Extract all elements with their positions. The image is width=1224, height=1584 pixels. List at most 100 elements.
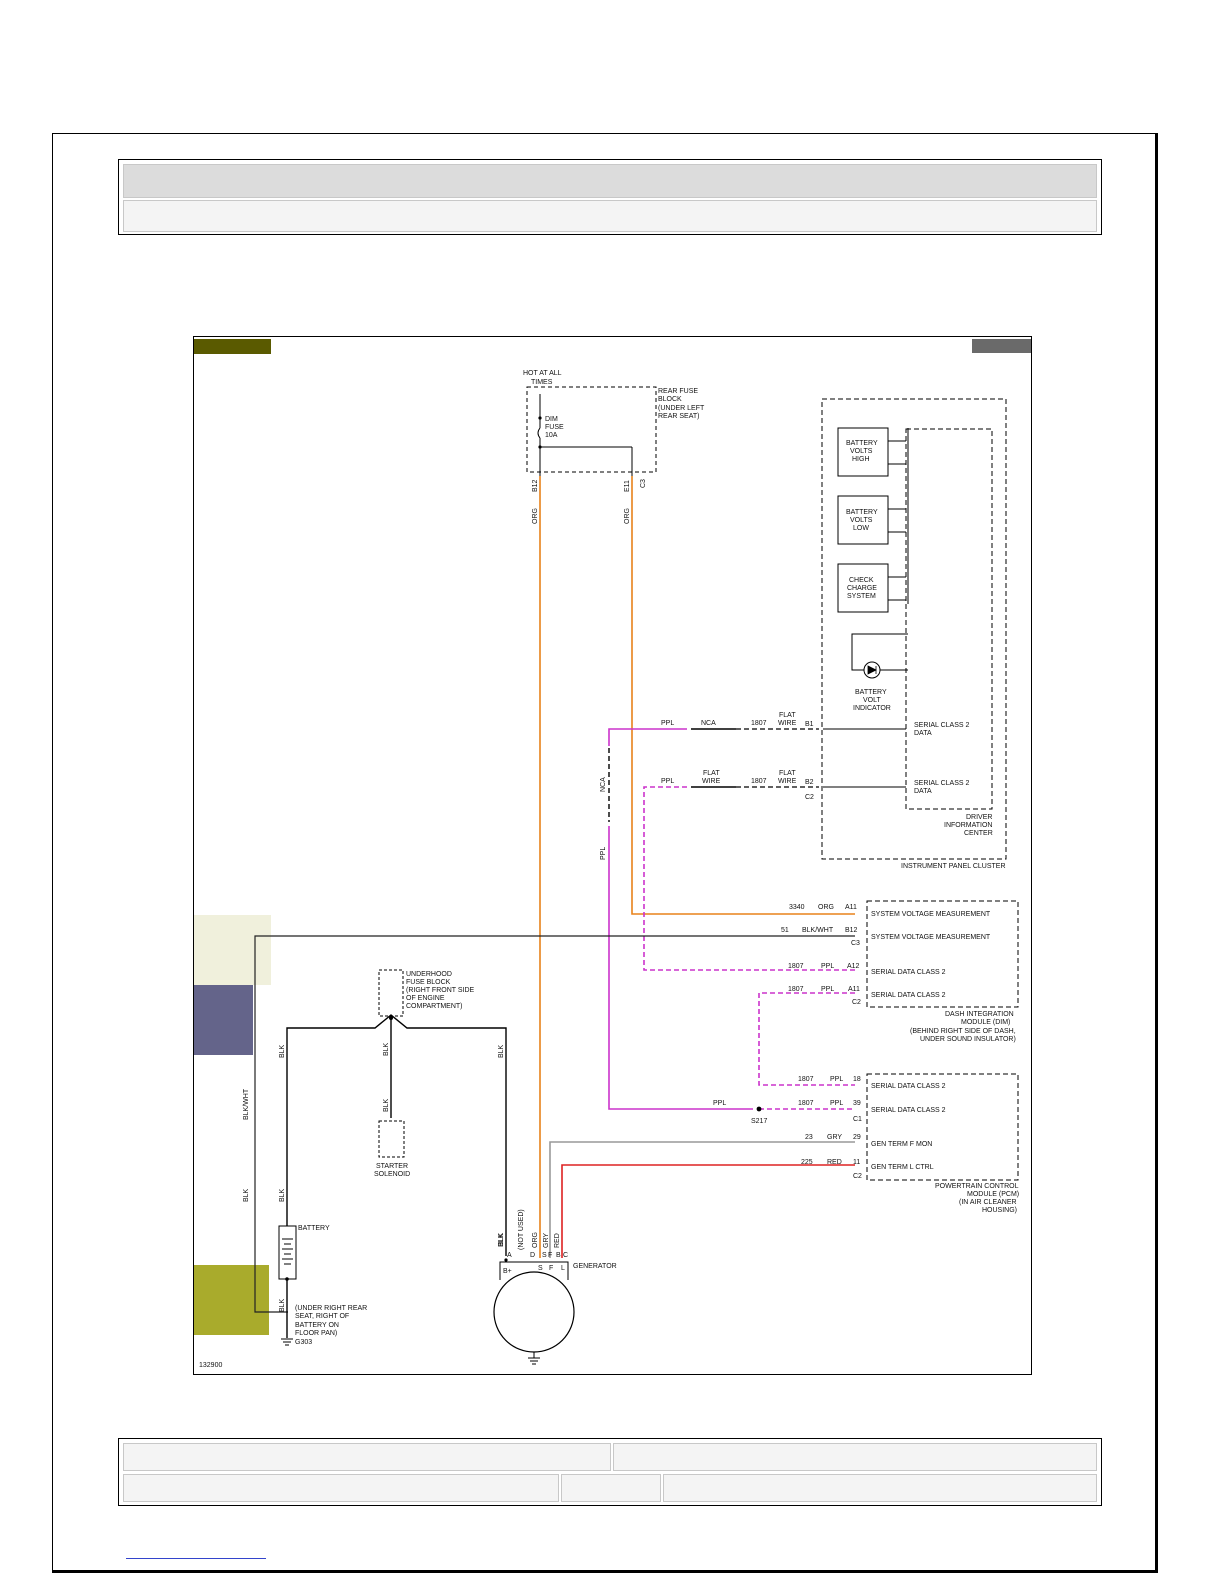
gen-pin-gry-label: GRY [543,1233,550,1248]
lamp-1-line-2: VOLTS [850,448,873,455]
footer-cell-2 [613,1443,1097,1471]
flat-wire-2-label-2: WIRE [778,778,797,785]
generator-ground-icon [528,1357,540,1365]
s217-label: S217 [751,1118,767,1125]
pin-b12: B12 [532,479,539,492]
blk-label-a: BLK [279,1044,286,1058]
dim-row-2-color: BLK/WHT [802,927,834,934]
generator-connector [499,1261,569,1280]
figure-id: 132900 [199,1362,222,1369]
rear-fuse-label-4: REAR SEAT) [658,413,700,420]
footer-cell-1 [123,1443,611,1471]
gen-pin-b: B [556,1252,561,1259]
serial-data-2-line-2: DATA [914,788,932,795]
pcm-row-1-label: SERIAL DATA CLASS 2 [871,1083,946,1090]
gen-pin-a: A [507,1252,512,1259]
flat-wire-3-label-2: WIRE [702,778,721,785]
dim-row-4-circuit: 1807 [788,986,804,993]
pcm-row-3-circuit: 23 [805,1134,813,1141]
pcm-label-4: HOUSING) [982,1207,1017,1214]
dim-row-3-pin: A12 [847,963,860,970]
blk-wht-wire [254,935,855,1313]
ppl-wire-dim-a12 [643,786,855,971]
dim-row-4-label: SERIAL DATA CLASS 2 [871,992,946,999]
header-row-1 [123,164,1097,198]
underhood-label-1: UNDERHOOD [406,971,452,978]
gen-pin-s: S [542,1252,547,1259]
lamp-3-line-3: SYSTEM [847,593,876,600]
pcm-label-1: POWERTRAIN CONTROL [935,1183,1019,1190]
gen-pin-f: F [548,1252,552,1259]
ipc-label: INSTRUMENT PANEL CLUSTER [901,863,1006,870]
dim-fuse-label-1: DIM [545,416,558,423]
ppl-wire-top [608,728,687,746]
bottom-link-underline[interactable] [126,1558,266,1559]
gen-pin-org-label: ORG [532,1232,539,1248]
gen-term-bplus: B+ [503,1268,512,1275]
lamp-1-line-1: BATTERY [846,440,878,447]
serial-data-1-line-1: SERIAL CLASS 2 [914,722,969,729]
led-diode-symbol [867,665,877,675]
generator-label: GENERATOR [573,1263,617,1270]
gen-node-bplus [504,1258,508,1262]
pin-b2: B2 [805,779,814,786]
dim-row-1-pin: A11 [845,904,857,911]
ppl-label-mid: PPL [661,778,674,785]
battery-icon [278,1225,297,1280]
blk-label-left: BLK [243,1188,250,1202]
rear-fuse-label-2: BLOCK [658,396,682,403]
corner-block-olive [194,339,271,354]
pin-c2-ipc: C2 [805,794,814,801]
side-block-cream [194,915,271,985]
page-frame [52,133,1158,1573]
ppl-label-s217: PPL [713,1100,726,1107]
blk-label-c: BLK [383,1098,390,1112]
dim-row-3-color: PPL [821,963,834,970]
dim-module-box [866,900,1019,1008]
pcm-row-2-label: SERIAL DATA CLASS 2 [871,1107,946,1114]
dic-label-1: DRIVER [966,814,992,821]
dic-label-2: INFORMATION [944,822,992,829]
gen-term-f: F [549,1265,553,1272]
lamp-check-charge-system [837,563,889,613]
footer-table [118,1438,1102,1506]
rear-fuse-block-box [526,386,657,473]
gen-term-s: S [538,1265,543,1272]
splice-s217 [756,1106,762,1112]
lamp-battery-volts-low [837,495,889,545]
ground-g303-icon [281,1338,293,1346]
corner-block-gray [972,339,1031,353]
pcm-row-3-label: GEN TERM F MON [871,1141,932,1148]
pcm-c1-label: C1 [853,1116,862,1123]
hot-label-1: HOT AT ALL [523,370,562,377]
red-wire [561,1164,855,1258]
pin-b1: B1 [805,721,814,728]
lamp-1-line-3: HIGH [852,456,870,463]
pcm-row-2-circuit: 1807 [798,1100,814,1107]
dim-c2-label: C2 [852,999,861,1006]
gry-wire [549,1141,855,1258]
ground-note-3: BATTERY ON [295,1322,339,1329]
underhood-label-4: OF ENGINE [406,995,445,1002]
ppl-wire-dim-to-pcm [758,992,855,1086]
dim-row-2-circuit: 51 [781,927,789,934]
wiring-diagram-svg: HOT AT ALL TIMES REAR FUSE BLOCK (UNDER … [193,336,1032,1375]
dim-row-1-color: ORG [818,904,834,911]
instrument-panel-cluster-box [821,398,1007,860]
flat-wire-1-label-1: FLAT [779,712,796,719]
circuit-1807-b: 1807 [751,778,767,785]
starter-label-2: SOLENOID [374,1171,410,1178]
dim-row-3-label: SERIAL DATA CLASS 2 [871,969,946,976]
blk-wht-label: BLK/WHT [243,1088,250,1120]
blk-label-e: BLK [279,1188,286,1202]
side-block-slate [194,985,253,1055]
lamp-3-line-1: CHECK [849,577,874,584]
dim-c3-label: C3 [851,940,860,947]
pcm-c2-label: C2 [853,1173,862,1180]
ground-note-4: FLOOR PAN) [295,1330,337,1337]
lamp-2-line-2: VOLTS [850,517,873,524]
blk-label-f: BLK [279,1298,286,1312]
flat-wire-3-label-1: FLAT [703,770,720,777]
dim-row-1-circuit: 3340 [789,904,805,911]
wire-org-label-right: ORG [624,508,631,524]
